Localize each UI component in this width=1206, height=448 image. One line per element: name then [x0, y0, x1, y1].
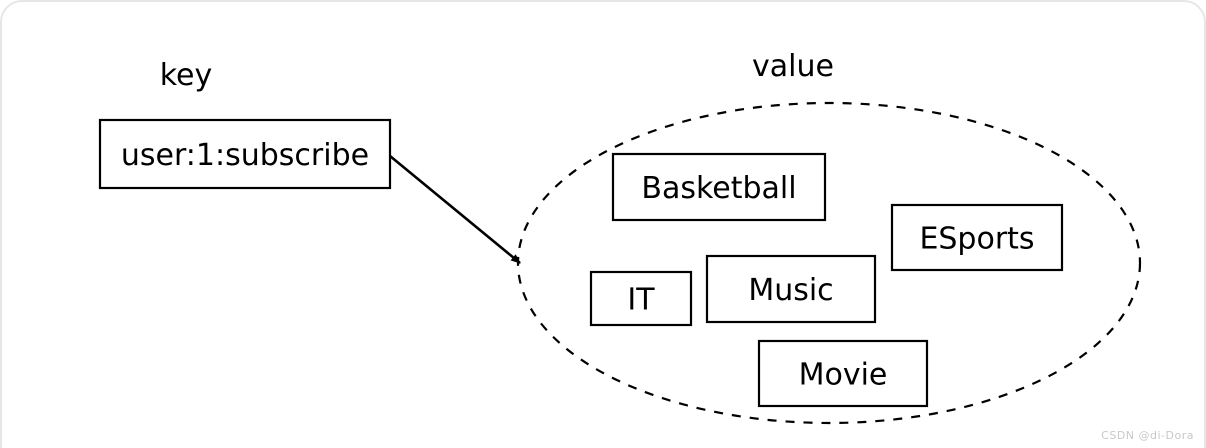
key-caption: key [160, 58, 213, 93]
value-item[interactable]: Basketball [611, 152, 827, 222]
watermark-text: CSDN @di-Dora [1101, 429, 1194, 442]
value-caption: value [752, 49, 834, 84]
value-item[interactable]: ESports [890, 203, 1064, 272]
value-item[interactable]: Movie [757, 339, 929, 408]
value-item-label: Music [748, 273, 833, 308]
value-item-box[interactable] [611, 152, 827, 222]
value-item-label: Basketball [641, 171, 796, 206]
value-item-label: Movie [799, 358, 888, 393]
key-to-value-arrow [389, 154, 521, 265]
value-item-box[interactable] [705, 254, 877, 324]
key-node-label: user:1:subscribe [121, 138, 369, 173]
value-item[interactable]: IT [589, 270, 693, 327]
value-item-label: IT [627, 283, 655, 318]
value-item-box[interactable] [757, 339, 929, 408]
value-item-label: ESports [919, 222, 1034, 257]
value-item-box[interactable] [589, 270, 693, 327]
value-item[interactable]: Music [705, 254, 877, 324]
value-item-box[interactable] [890, 203, 1064, 272]
key-node-box[interactable] [98, 118, 392, 190]
